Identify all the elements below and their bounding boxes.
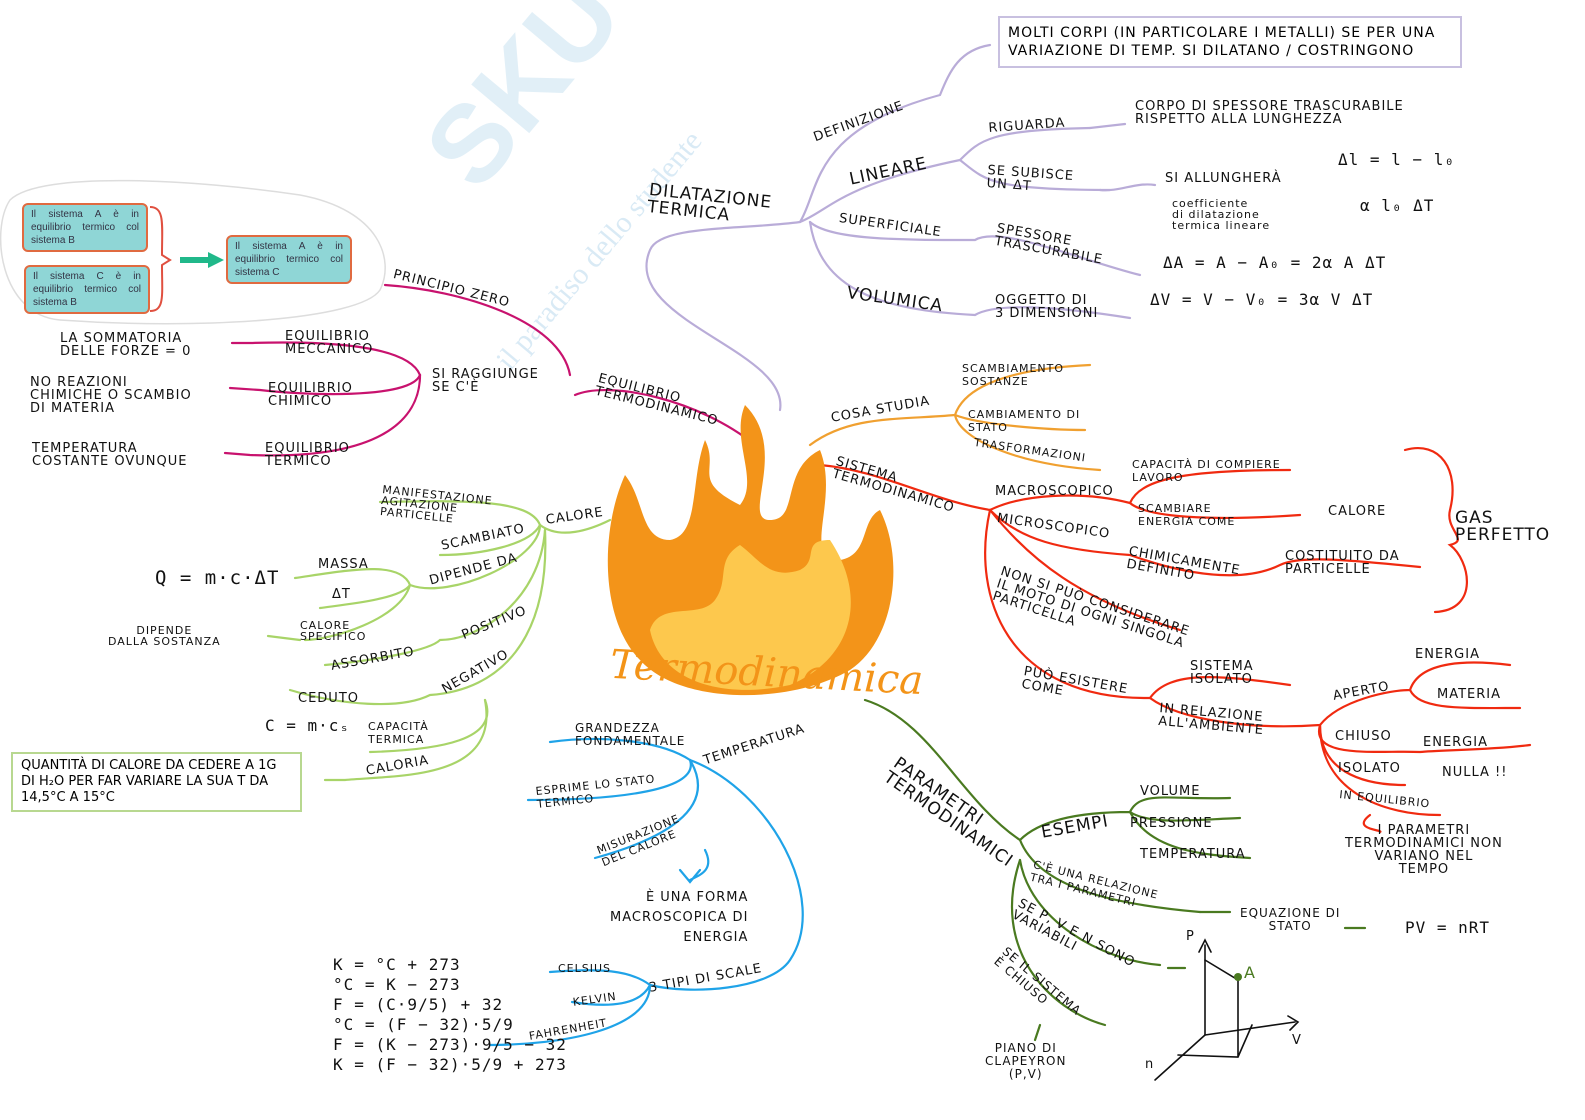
equazione-di-stato: EQUAZIONE DI STATO xyxy=(1240,906,1341,933)
branch-dilatazione xyxy=(645,43,1157,412)
node-si-raggiunge: SI RAGGIUNGE SE C'È xyxy=(432,367,539,395)
grandezza-fondamentale: GRANDEZZA FONDAMENTALE xyxy=(575,721,686,748)
sistema-isolato: SISTEMA ISOLATO xyxy=(1190,659,1254,687)
flame-icon xyxy=(607,405,894,696)
axis-label-p: P xyxy=(1186,929,1195,944)
formula: K = (F − 32)·5/9 + 273 xyxy=(333,1055,567,1074)
forma-energia: È UNA FORMA MACROSCOPICA DI ENERGIA xyxy=(610,890,749,945)
point-a-marker xyxy=(1234,973,1242,981)
esempio-volume: VOLUME xyxy=(1140,784,1201,799)
scala-celsius: CELSIUS xyxy=(558,962,612,975)
principio-zero-box-3: Il sistema A è in equilibrio termico col… xyxy=(226,235,352,284)
principio-zero-box-1: Il sistema A è in equilibrio termico col… xyxy=(22,203,148,252)
formula-lineare-2: α l₀ ΔT xyxy=(1360,196,1435,215)
branch-sistema xyxy=(818,447,1532,834)
dipende-massa: MASSA xyxy=(318,557,369,572)
node-capacita-termica: CAPACITÀ TERMICA xyxy=(368,720,429,746)
meccanico-text: LA SOMMATORIA DELLE FORZE = 0 xyxy=(60,331,192,359)
esempio-temperatura: TEMPERATURA xyxy=(1140,847,1246,862)
branch-calore xyxy=(266,500,612,782)
node-macroscopico: MACROSCOPICO xyxy=(995,484,1114,499)
termico-text: TEMPERATURA COSTANTE OVUNQUE xyxy=(32,441,188,469)
point-a-label: A xyxy=(1244,963,1256,982)
pvn-axes-diagram xyxy=(1154,938,1300,1081)
aperto-materia: MATERIA xyxy=(1437,687,1502,702)
node-equilibrio-chimico: EQUILIBRIO CHIMICO xyxy=(268,381,353,409)
calore-specifico: CALORE SPECIFICO xyxy=(300,619,367,643)
formula-capacita: C = m·cₛ xyxy=(265,716,351,735)
isolato-nulla: NULLA !! xyxy=(1442,765,1508,780)
node-isolato: ISOLATO xyxy=(1338,761,1401,776)
calore-label: CALORE xyxy=(1328,504,1387,519)
studia-item-2: CAMBIAMENTO DI STATO xyxy=(968,408,1081,434)
scambiare-energia: SCAMBIARE ENERGIA COME xyxy=(1138,502,1236,528)
formula: F = (K − 273)·9/5 − 32 xyxy=(333,1035,567,1054)
costituito-particelle: COSTITUITO DA PARTICELLE xyxy=(1285,549,1400,577)
node-ceduto: CEDUTO xyxy=(298,691,359,706)
principio-zero-box-2: Il sistema C è in equilibrio termico col… xyxy=(24,265,150,314)
dipende-delta-t: ΔT xyxy=(332,587,351,602)
formula-volumica: ΔV = V − V₀ = 3α V ΔT xyxy=(1150,290,1374,309)
esempio-pressione: PRESSIONE xyxy=(1130,816,1213,831)
axis-label-n: n xyxy=(1145,1057,1155,1072)
node-equilibrio-meccanico: EQUILIBRIO MECCANICO xyxy=(285,329,374,357)
formula-superficiale: ΔA = A − A₀ = 2α A ΔT xyxy=(1163,253,1387,272)
coefficiente-note: coefficiente di dilatazione termica line… xyxy=(1172,197,1271,232)
chiuso-energia: ENERGIA xyxy=(1423,735,1488,750)
formula: F = (C·9/5) + 32 xyxy=(333,995,504,1014)
branch-studia xyxy=(808,363,1102,472)
equilibrio-parametri-text: I PARAMETRI TERMODINAMICI NON VARIANO NE… xyxy=(1345,823,1503,877)
node-chiuso: CHIUSO xyxy=(1335,729,1392,744)
definizione-box: MOLTI CORPI (IN PARTICOLARE I METALLI) S… xyxy=(998,16,1462,68)
studia-item-1: SCAMBIAMENTO SOSTANZE xyxy=(962,362,1065,388)
node-equilibrio-termico: EQUILIBRIO TERMICO xyxy=(265,441,350,469)
aperto-energia: ENERGIA xyxy=(1415,647,1480,662)
branch-temperatura xyxy=(488,737,804,1047)
conversion-formulas: K = °C + 273 °C = K − 273 F = (C·9/5) + … xyxy=(333,955,567,1075)
formula: K = °C + 273 xyxy=(333,955,461,974)
brace-arrow-icon xyxy=(150,206,224,312)
piano-clapeyron: PIANO DI CLAPEYRON (P,V) xyxy=(985,1041,1067,1081)
formula: °C = K − 273 xyxy=(333,975,461,994)
node-oggetto-3d: OGGETTO DI 3 DIMENSIONI xyxy=(995,293,1099,321)
riguarda-text: CORPO DI SPESSORE TRASCURABILE RISPETTO … xyxy=(1135,99,1404,127)
node-se-subisce: SE SUBISCE UN ΔT xyxy=(986,163,1075,195)
formula-q: Q = m·c·ΔT xyxy=(155,567,280,589)
gas-perfetto: GAS PERFETTO xyxy=(1455,508,1551,545)
chimico-text: NO REAZIONI CHIMICHE O SCAMBIO DI MATERI… xyxy=(30,375,192,416)
axis-label-v: V xyxy=(1292,1033,1302,1048)
formula-pv-nrt: PV = nRT xyxy=(1405,918,1491,937)
branch-parametri xyxy=(863,698,1367,1042)
si-allunghera: SI ALLUNGHERÀ xyxy=(1165,171,1282,186)
branch-equilibrio xyxy=(223,283,757,457)
dipende-sostanza: DIPENDE DALLA SOSTANZA xyxy=(108,624,221,648)
formula: °C = (F − 32)·5/9 xyxy=(333,1015,514,1034)
caloria-definition-box: QUANTITÀ DI CALORE DA CEDERE A 1g DI H₂O… xyxy=(11,752,302,812)
capacita-lavoro: CAPACITÀ DI COMPIERE LAVORO xyxy=(1132,458,1281,484)
formula-lineare: Δl = l − l₀ xyxy=(1338,150,1455,169)
